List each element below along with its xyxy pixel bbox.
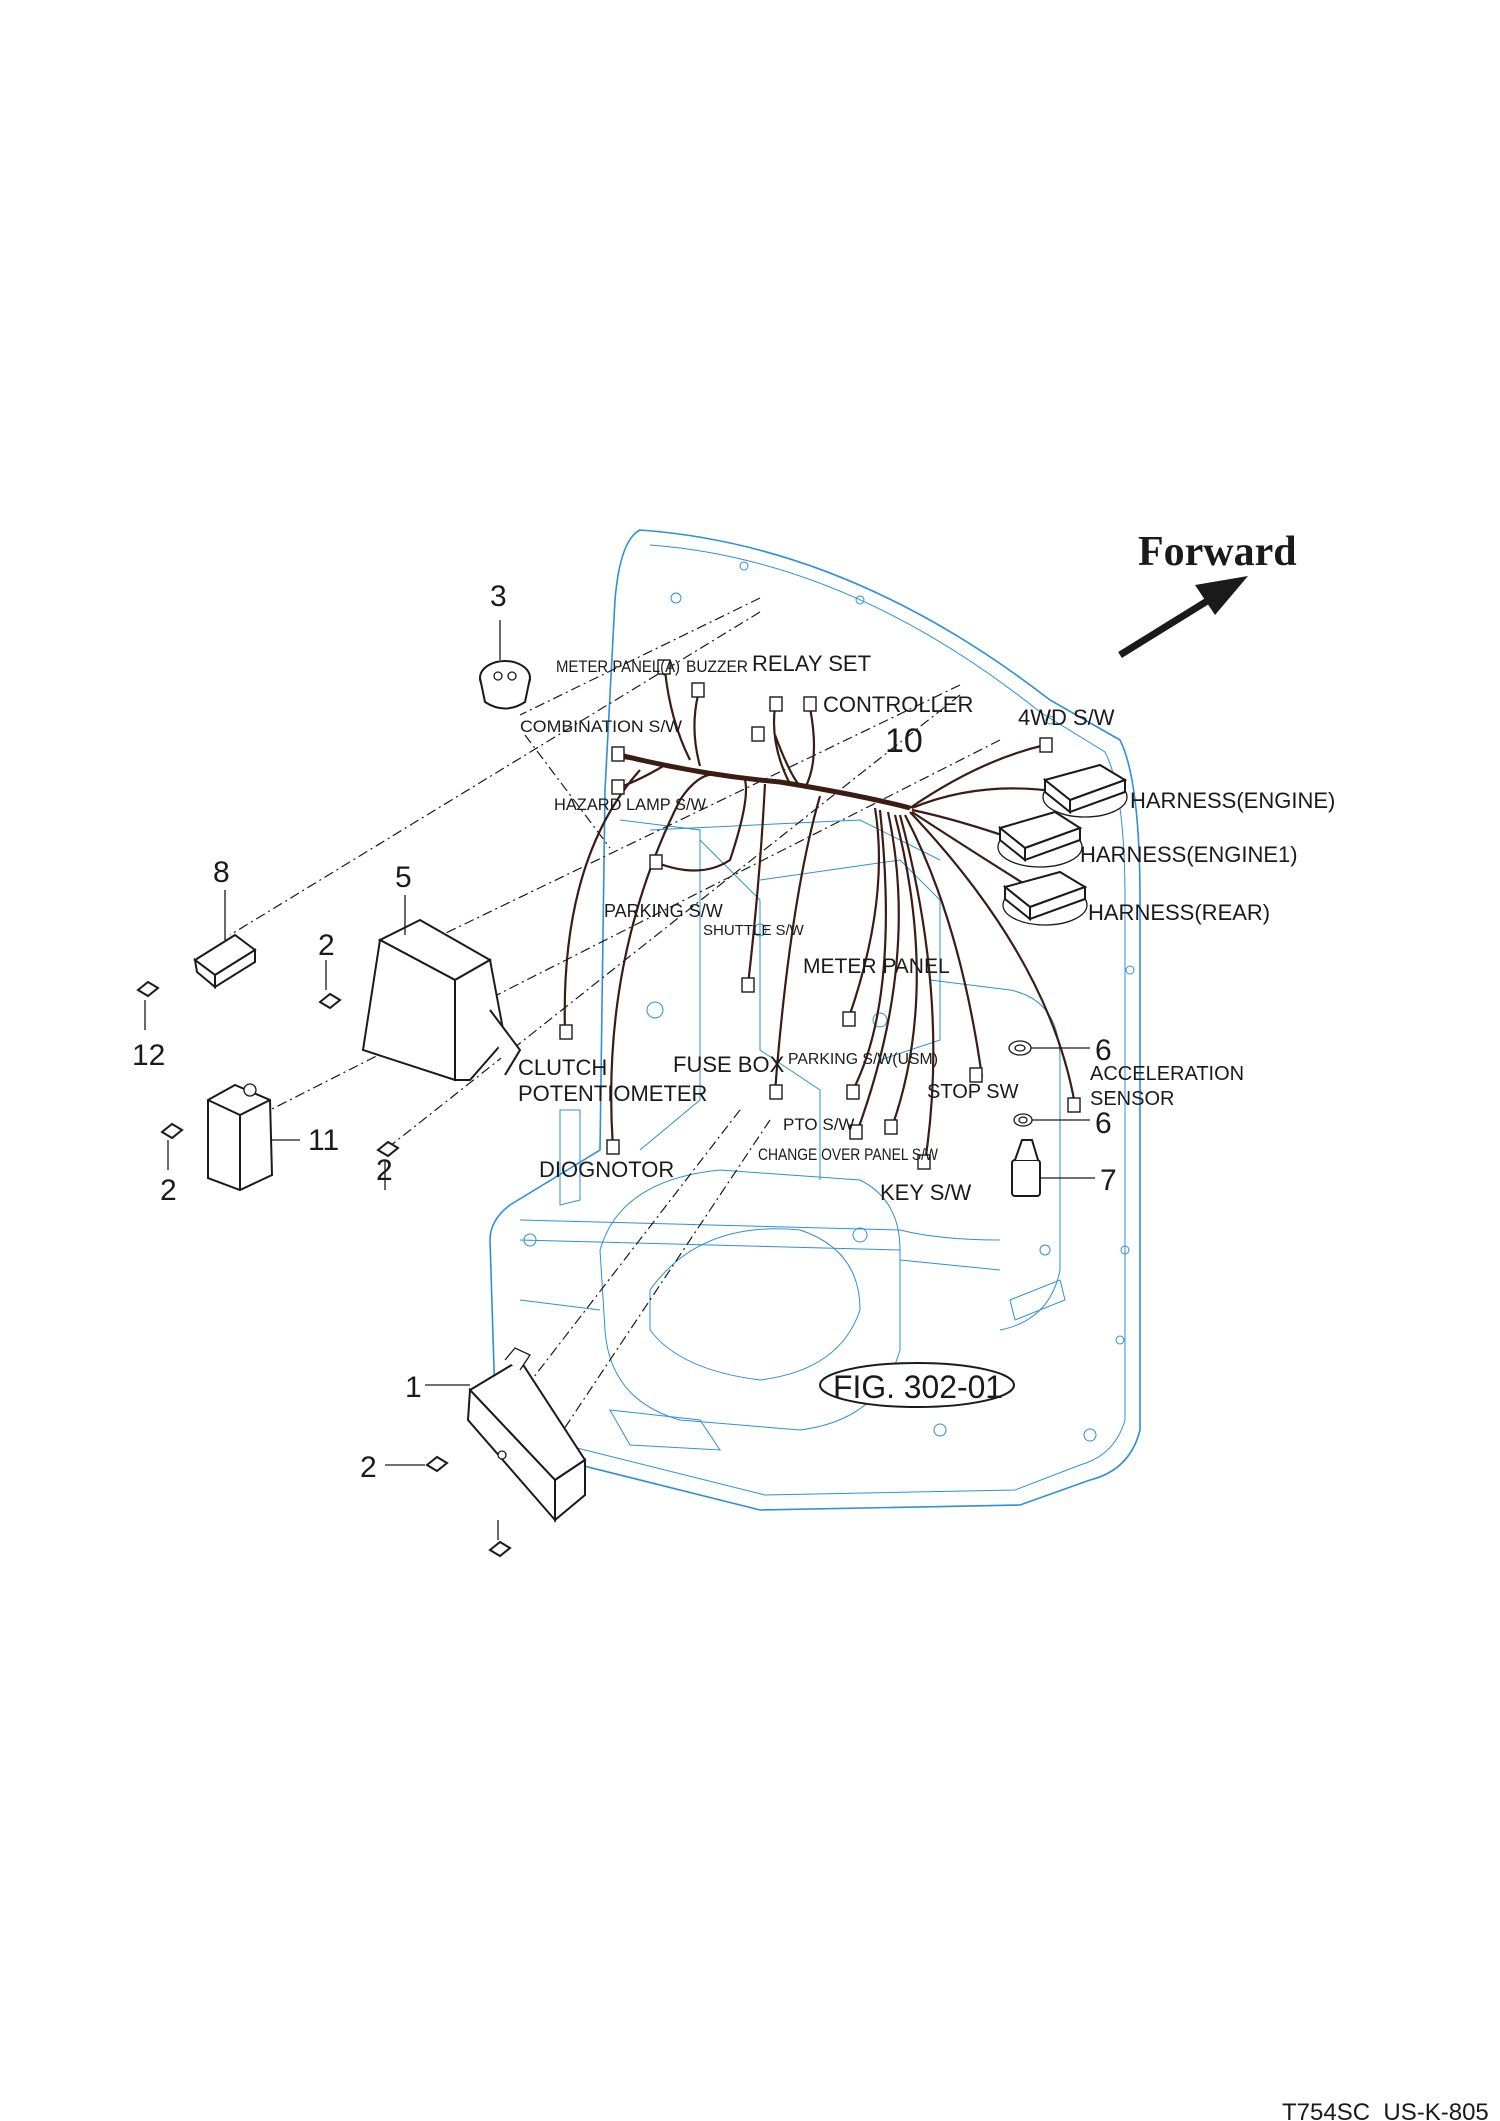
- label-combination-sw: COMBINATION S/W: [520, 717, 682, 736]
- part-number-12: 12: [132, 1039, 165, 1072]
- label-parking-sw: PARKING S/W: [604, 901, 723, 921]
- part-number-5: 5: [395, 861, 412, 894]
- part-number-8: 8: [213, 856, 230, 889]
- connector-change-over-panel-sw: [917, 1154, 931, 1170]
- connector-hazard-lamp-sw: [611, 779, 625, 795]
- connector-relay-2: [751, 726, 765, 742]
- part-8-sensor: [193, 890, 257, 990]
- label-change-over-panel-sw: CHANGE OVER PANEL S/W: [758, 1145, 938, 1164]
- label-pto-sw: PTO S/W: [783, 1115, 854, 1134]
- connector-labels: METER PANEL(A) BUZZER RELAY SET CONTROLL…: [518, 651, 1335, 1205]
- label-meter-panel: METER PANEL: [803, 955, 950, 978]
- part-number-6a: 6: [1095, 1034, 1112, 1067]
- part-5-module: [361, 895, 522, 1082]
- label-potentiometer: POTENTIOMETER: [518, 1081, 707, 1106]
- figure-ref: FIG. 302-01: [833, 1369, 1003, 1405]
- drawing-id: T754SC_US-K-805: [1282, 2099, 1489, 2121]
- label-fuse-box: FUSE BOX: [673, 1052, 785, 1077]
- part-6-washers: [1008, 1040, 1090, 1127]
- label-meter-panel-a: METER PANEL(A): [556, 657, 680, 676]
- part-1-controller: [425, 1347, 587, 1523]
- bolts: [136, 960, 512, 1558]
- label-hazard-lamp-sw: HAZARD LAMP S/W: [554, 795, 706, 814]
- label-diognotor: DIOGNOTOR: [539, 1157, 674, 1182]
- connector-controller: [803, 696, 817, 712]
- connector-parking-sw: [649, 854, 663, 870]
- harness-rear-plug: [1002, 870, 1088, 926]
- label-controller: CONTROLLER: [823, 692, 973, 717]
- connector-stop-sw: [969, 1067, 983, 1083]
- part-number-2b: 2: [376, 1154, 393, 1187]
- part-numbers: 3 8 5 2 12 11 2 2 1 2 10 6 6 7: [132, 580, 1117, 1484]
- label-relay-set: RELAY SET: [752, 651, 871, 676]
- connector-pto-sw-2: [884, 1119, 898, 1135]
- part-number-2c: 2: [160, 1174, 177, 1207]
- part-number-6b: 6: [1095, 1107, 1112, 1140]
- connector-meter-panel-a: [657, 659, 671, 675]
- label-sensor: SENSOR: [1090, 1088, 1174, 1110]
- part-number-2d: 2: [360, 1451, 377, 1484]
- label-stop-sw: STOP SW: [927, 1081, 1019, 1103]
- connector-acceleration-sensor: [1067, 1097, 1081, 1113]
- part-3-switch: [479, 620, 531, 710]
- figure-ref-outline: [819, 1362, 1015, 1408]
- part-number-2a: 2: [318, 929, 335, 962]
- part-number-7: 7: [1100, 1164, 1117, 1197]
- label-buzzer: BUZZER: [686, 657, 748, 676]
- part-number-3: 3: [490, 580, 507, 613]
- mounting-plate: [489, 529, 1141, 1511]
- connector-clutch-potentiometer: [559, 1024, 573, 1040]
- connector-fuse-box: [769, 1084, 783, 1100]
- part-number-1: 1: [405, 1371, 422, 1404]
- label-parking-sw-usm: PARKING S/W(USM): [788, 1051, 938, 1068]
- harness-engine-plug: [1042, 763, 1128, 818]
- label-shuttle-sw: SHUTTLE S/W: [703, 922, 805, 939]
- wire-connectors: [559, 659, 1081, 1170]
- part-number-11: 11: [308, 1124, 339, 1157]
- label-acceleration: ACCELERATION: [1090, 1063, 1244, 1085]
- forward-label: Forward: [1138, 529, 1297, 575]
- connector-combination-sw: [611, 746, 625, 762]
- connector-meter-panel: [842, 1011, 856, 1027]
- connector-pto-sw: [849, 1124, 863, 1140]
- label-key-sw: KEY S/W: [880, 1180, 972, 1205]
- label-harness-engine: HARNESS(ENGINE): [1130, 788, 1335, 813]
- label-4wd-sw: 4WD S/W: [1018, 705, 1115, 730]
- harness-plugs: [997, 763, 1128, 926]
- label-clutch: CLUTCH: [518, 1055, 607, 1080]
- connector-diognotor: [606, 1139, 620, 1155]
- connector-parking-sw-usm: [846, 1084, 860, 1100]
- label-harness-engine1: HARNESS(ENGINE1): [1080, 842, 1298, 867]
- part-number-10: 10: [885, 722, 923, 760]
- connector-4wd-sw: [1039, 737, 1053, 753]
- part-11-relay: [207, 1083, 300, 1192]
- connector-shuttle-sw: [741, 977, 755, 993]
- connector-buzzer: [691, 682, 705, 698]
- label-harness-rear: HARNESS(REAR): [1088, 900, 1270, 925]
- harness-engine1-plug: [997, 810, 1083, 868]
- connector-relay-set: [769, 696, 783, 712]
- part-7-sensor: [1011, 1139, 1095, 1197]
- forward-arrow: [1118, 576, 1248, 658]
